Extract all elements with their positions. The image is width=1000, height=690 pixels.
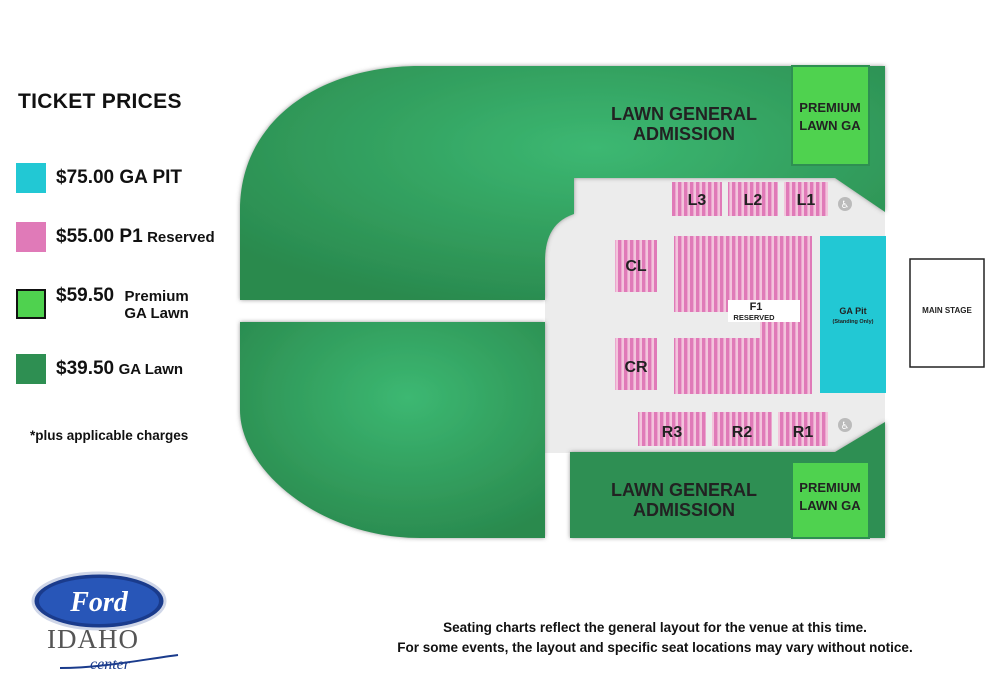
- ga-pit-label: GA Pit: [839, 306, 866, 316]
- section-f1-label-bg: [728, 300, 800, 322]
- section-f1-label: F1: [750, 301, 763, 313]
- legend-desc-premium: Premium GA Lawn: [124, 288, 189, 322]
- premium-lawn-upper[interactable]: [791, 65, 870, 166]
- lawn-upper-label-2: ADMISSION: [633, 124, 735, 144]
- premium-upper-label-1: PREMIUM: [799, 100, 860, 115]
- main-stage: [909, 258, 985, 368]
- charges-note: *plus applicable charges: [30, 428, 189, 443]
- lawn-upper[interactable]: [240, 66, 885, 300]
- section-l2[interactable]: [728, 182, 778, 216]
- section-l1-label: L1: [797, 192, 816, 209]
- seating-disclaimer: Seating charts reflect the general layou…: [370, 618, 940, 658]
- section-r1[interactable]: [778, 412, 828, 446]
- disclaimer-line-1: Seating charts reflect the general layou…: [443, 620, 867, 635]
- wheelchair-icon: ♿: [838, 418, 852, 432]
- section-l3-label: L3: [688, 192, 707, 209]
- legend-price-ga-pit: $75.00 GA PIT: [56, 166, 183, 188]
- svg-text:♿: ♿: [841, 421, 850, 432]
- lawn-lower-label-1: LAWN GENERAL: [611, 480, 757, 500]
- section-l2-label: L2: [744, 192, 763, 209]
- legend-item-premium-lawn: $59.50 Premium GA Lawn: [16, 285, 194, 322]
- section-r1-label: R1: [793, 424, 814, 441]
- lawn-lower-label-2: ADMISSION: [633, 500, 735, 520]
- main-stage-label: MAIN STAGE: [922, 306, 972, 315]
- section-r3[interactable]: [638, 412, 706, 446]
- section-f1[interactable]: [674, 236, 812, 394]
- disclaimer-line-2: For some events, the layout and specific…: [397, 640, 913, 655]
- legend-swatch-ga-pit: [16, 163, 46, 193]
- ga-pit[interactable]: [820, 236, 886, 393]
- ford-idaho-center-logo: Ford IDAHO center: [31, 571, 179, 673]
- logo-name: IDAHO: [47, 624, 139, 654]
- legend-item-ga-lawn: $39.50 GA Lawn: [16, 354, 183, 384]
- logo-brand: Ford: [69, 587, 129, 618]
- legend-swatch-premium-lawn: [16, 289, 46, 319]
- lawn-upper-label-1: LAWN GENERAL: [611, 104, 757, 124]
- section-cr-label: CR: [624, 359, 648, 376]
- section-l3[interactable]: [672, 182, 722, 216]
- legend-desc-p1: Reserved: [147, 228, 215, 246]
- ga-pit-sub: (Standing Only): [833, 319, 874, 325]
- legend-desc-lawn: GA Lawn: [118, 360, 184, 378]
- legend-item-p1-reserved: $55.00 P1 Reserved: [16, 222, 215, 252]
- premium-upper-label-2: LAWN GA: [799, 118, 861, 133]
- section-l1[interactable]: [784, 182, 828, 216]
- section-r3-label: R3: [662, 424, 683, 441]
- section-r2[interactable]: [712, 412, 772, 446]
- section-cl[interactable]: [615, 240, 657, 292]
- svg-text:♿: ♿: [841, 200, 850, 211]
- premium-lawn-lower[interactable]: [791, 461, 870, 539]
- legend-swatch-ga-lawn: [16, 354, 46, 384]
- legend-price-p1: $55.00 P1: [56, 225, 143, 247]
- lawn-lower-left[interactable]: [240, 322, 545, 538]
- premium-lower-label-1: PREMIUM: [799, 480, 860, 495]
- section-r2-label: R2: [732, 424, 753, 441]
- premium-lower-label-2: LAWN GA: [799, 498, 861, 513]
- legend-price-lawn: $39.50: [56, 357, 115, 379]
- section-cl-label: CL: [625, 258, 647, 275]
- legend-title: TICKET PRICES: [18, 90, 182, 113]
- legend-price-premium: $59.50: [56, 285, 115, 306]
- section-cr[interactable]: [615, 338, 657, 390]
- section-f1-sub: RESERVED: [733, 313, 775, 322]
- legend-item-ga-pit: $75.00 GA PIT: [16, 163, 182, 193]
- wheelchair-icon: ♿: [838, 197, 852, 211]
- legend-swatch-p1-reserved: [16, 222, 46, 252]
